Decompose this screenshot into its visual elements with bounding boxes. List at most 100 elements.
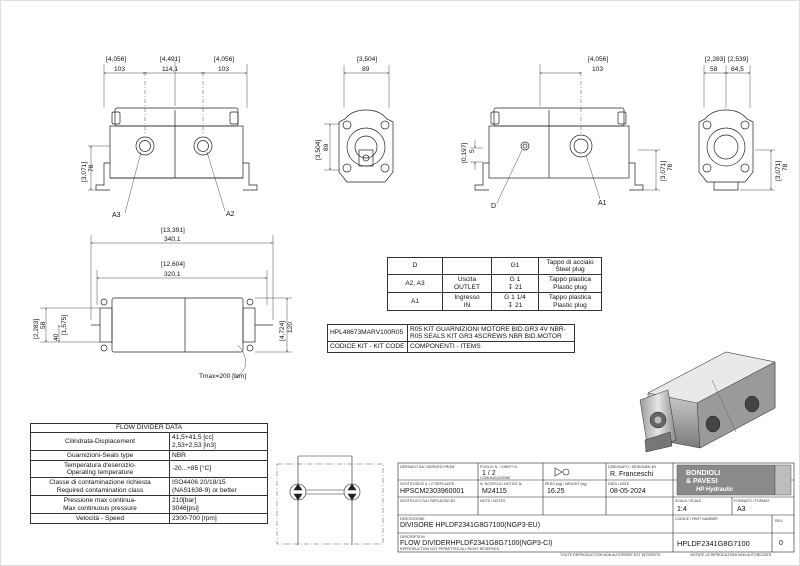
port-cell [442, 257, 492, 275]
dim-top-left-1-inch: [4,056] [106, 56, 126, 63]
port-cell: G 1 ↧ 21 [491, 274, 539, 293]
kit-desc: R05 KIT GUARNIZIONI MOTORE BID.GR3 4V NB… [407, 324, 575, 342]
flow-row-label: Temperatura d'esercizio- Operating tempe… [30, 460, 170, 478]
flow-row-value: 210[bar] 3046[psi] [169, 495, 268, 514]
replaces-value: HPSCM2303960001 [400, 488, 465, 495]
dim-bottom-inner-mm: 320,1 [164, 271, 181, 278]
scale-value: 1:4 [677, 506, 687, 513]
description-it-label: DESCRIZIONE [400, 517, 425, 521]
kit-desc-label: COMPONENTI - ITEMS [407, 341, 575, 353]
part-number-label: CODICE / PART NUMBER [675, 517, 718, 521]
dim-bottom-left-1-inch: [2,283] [33, 319, 40, 339]
revision-value: 0 [779, 540, 783, 547]
description-it: DIVISORE HPLDF2341G8G7100(NGP3-EU) [400, 522, 541, 529]
dim-top-left-2-inch: [4,491] [160, 56, 180, 63]
port-cell: A1 [387, 292, 443, 311]
dim-far-right-2-inch: [2,539] [728, 56, 748, 63]
date-value: 08-05-2024 [610, 488, 646, 495]
dim-mid-top-mm: 89 [362, 66, 370, 73]
top-view-bottom [40, 235, 292, 379]
dim-far-right-height-inch: [3,071] [775, 161, 782, 181]
dim-mid-side-mm: 89 [323, 143, 330, 151]
dim-right-top-mm: 103 [592, 66, 603, 73]
designed-by-value: R. Franceschi [610, 471, 654, 478]
dim-bottom-total-mm: 340,1 [164, 236, 181, 243]
dim-top-left-1-mm: 103 [114, 66, 125, 73]
flow-row-label: Guarnizioni-Seals type [30, 450, 170, 461]
replaced-by-label: SOSTITUITO DA / REPLACED BY [400, 499, 456, 503]
sheet-value: 1 / 2 [482, 470, 496, 477]
dim-right-height-inch: [3,071] [660, 161, 667, 181]
dim-bottom-right-inch: [4,724] [279, 321, 286, 341]
side-view-middle [324, 65, 394, 183]
dim-bottom-left-2-inch: [1,575] [61, 315, 68, 335]
description-en-label: DESCRIPTION [400, 535, 425, 539]
dim-left-height-inch: [3,071] [81, 162, 88, 182]
port-cell: Tappo di acciaio Steel plug [538, 257, 602, 275]
communication-label: COMUNICAZIONE [480, 476, 511, 480]
format-label: FORMATO / FORMAT [734, 499, 770, 503]
flow-table-title: FLOW DIVIDER DATA [30, 423, 268, 433]
port-cell: A2, A3 [387, 274, 443, 293]
dim-right-top-inch: [4,056] [588, 56, 608, 63]
side-view-far-right [698, 65, 775, 191]
dim-bottom-right-mm: 120 [287, 322, 294, 333]
dim-mid-side-inch: [3,504] [315, 140, 322, 160]
port-cell: Uscita OUTLET [442, 274, 492, 293]
revision-label: REV. [775, 519, 784, 523]
sheet-label: FOGLIO N. / SHEET N. [480, 465, 518, 469]
description-en: FLOW DIVIDERHPLDF2341G8G7100(NGP3-CI) [400, 540, 553, 547]
replaces-label: SOSTITUISCE IL / IT REPLACES [400, 482, 455, 486]
label-a1: A1 [598, 200, 607, 207]
dim-left-height-mm: 78 [88, 164, 95, 172]
date-label: DATA / DATE [608, 482, 630, 486]
flow-row-value: 2300-700 [rpm] [169, 513, 268, 524]
dim-bottom-left-1-mm: 58 [40, 321, 47, 329]
part-number-value: HPLDF2341G8G7100 [677, 539, 750, 548]
dim-far-right-height-mm: 78 [782, 163, 789, 171]
kit-table: HPL48673MARV100R05 R05 KIT GUARNIZIONI M… [327, 324, 575, 353]
isometric-render [639, 351, 776, 453]
flow-row-label: Velocità - Speed [30, 513, 170, 524]
scale-label: SCALA / SCALE [675, 499, 702, 503]
port-cell: Tappo plastica Plastic plug [538, 274, 602, 293]
port-cell: Ingresso IN [442, 292, 492, 311]
dim-far-right-1-inch: [2,283] [705, 56, 725, 63]
port-cell: D [387, 257, 443, 275]
dim-mid-top-inch: [3,504] [357, 56, 377, 63]
notice-value: M24115 [482, 488, 507, 495]
hydraulic-schematic [276, 455, 384, 545]
port-cell: G 1 1/4 ↧ 21 [491, 292, 539, 311]
flow-row-label: Pressione max continua- Max continuous p… [30, 495, 170, 514]
dim-bottom-total-inch: [13,391] [161, 227, 185, 234]
dim-right-height-mm: 78 [667, 163, 674, 171]
format-value: A3 [737, 506, 746, 513]
reproduction-note-de: VIETATE LE RIPRODUZIONI NON AUTORIZZATE [690, 553, 772, 557]
svg-text:& PAVESI: & PAVESI [686, 478, 718, 485]
flow-divider-table: FLOW DIVIDER DATA Cilindrata-Displacemen… [30, 423, 268, 524]
port-cell: G1 [491, 257, 539, 275]
derived-from-label: DERIVATO DA / DERIVED FROM [400, 465, 455, 469]
svg-text:BONDIOLI: BONDIOLI [686, 470, 720, 477]
front-view-left [88, 60, 258, 214]
port-cell: Tappo plastica Plastic plug [538, 292, 602, 311]
dim-bottom-left-2-mm: 40 [53, 333, 60, 341]
flow-row-value: ISO4406 20/18/15 (NAS1638-9) or better [169, 477, 268, 496]
flow-row-value: NBR [169, 450, 268, 461]
dim-top-left-3-inch: [4,056] [214, 56, 234, 63]
kit-code-label: CODICE KIT - KIT CODE [327, 341, 408, 353]
weight-value: 16.25 [547, 488, 565, 495]
label-a3: A3 [112, 212, 121, 219]
label-a2: A2 [226, 211, 235, 218]
label-d: D [491, 203, 496, 210]
flow-row-value: 41,5+41,5 [cc] 2,53+2,53 [in3] [169, 432, 268, 451]
reproduction-note-fr: TOUTE REPRODUCTION NON AUTORISEE EST INT… [560, 553, 661, 557]
dim-bottom-inner-inch: [12,604] [161, 261, 185, 268]
dim-top-left-2-mm: 114,1 [162, 66, 178, 73]
designed-by-label: DISEGNATO / DESIGNED BY [608, 465, 657, 469]
flow-row-label: Cilindrata-Displacement [30, 432, 170, 451]
flow-row-label: Classe di contaminazione richiesta Requi… [30, 477, 170, 496]
notice-label: N. NOTIFICA / NOTICE N. [480, 482, 523, 486]
dim-far-right-1-mm: 58 [710, 66, 718, 73]
